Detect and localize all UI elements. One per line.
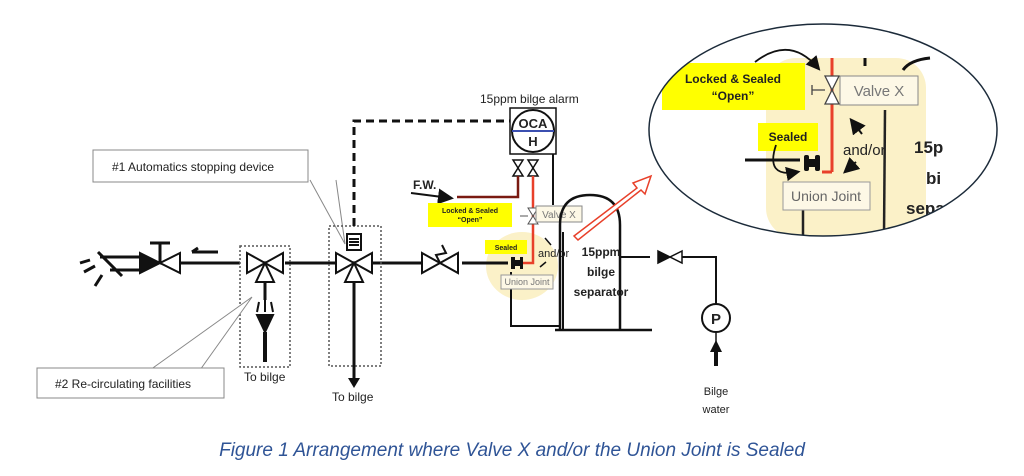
separator-label-3: separator	[574, 285, 629, 299]
locked-sealed-text-1: Locked & Sealed	[442, 208, 498, 215]
callout-1: #1 Automatics stopping device	[92, 149, 346, 245]
to-bilge-label-2: To bilge	[332, 390, 374, 404]
bilge-strainer-icon	[255, 300, 275, 362]
inset-and-or-label: and/or	[843, 142, 886, 159]
inset-separator-label-1: 15p	[914, 138, 943, 157]
valve-x-label: Valve X	[542, 210, 576, 221]
inset-union-joint-icon	[804, 155, 820, 171]
overboard-discharge-icon	[79, 250, 142, 287]
bilge-water-label-2: water	[702, 404, 730, 416]
alarm-signal-line	[352, 119, 510, 226]
zoom-inset: Valve X Union Joint and/or 15p bi sepa L…	[648, 23, 998, 237]
inset-sealed-highlight	[758, 123, 818, 151]
union-joint-label-box	[500, 274, 554, 290]
fresh-water-label: F.W.	[413, 178, 436, 192]
locked-sealed-text-2: “Open”	[458, 217, 483, 224]
bilge-separator-tank	[558, 193, 622, 330]
pump-label: P	[711, 311, 721, 328]
inset-valve-x-icon	[811, 75, 841, 105]
stopping-three-way-valve-icon	[335, 251, 373, 283]
alarm-inlet-valves-icon	[511, 159, 540, 177]
callout-1-text: #1 Automatics stopping device	[112, 160, 274, 174]
separator-inlet-valve-icon	[657, 249, 683, 265]
valve-x-icon	[520, 207, 539, 225]
solenoid-actuator-icon	[346, 233, 362, 251]
inset-locked-sealed-text-2: “Open”	[712, 89, 755, 103]
inset-union-joint-label: Union Joint	[791, 188, 861, 204]
overboard-valve-icon	[139, 241, 181, 275]
bilge-water-arrow-icon	[710, 340, 722, 352]
alarm-title: 15ppm bilge alarm	[480, 92, 579, 106]
bilge-alarm-unit: OCA H	[509, 107, 557, 155]
to-bilge-label-1: To bilge	[244, 370, 286, 384]
figure-caption: Figure 1 Arrangement where Valve X and/o…	[219, 440, 805, 461]
flow-direction-arrow	[191, 246, 218, 254]
pump-discharge-pipe	[682, 256, 717, 304]
inset-locked-sealed-highlight	[662, 63, 805, 110]
locked-sealed-highlight	[428, 203, 512, 227]
inset-valve-x-label: Valve X	[854, 83, 905, 100]
check-valve-icon	[421, 244, 459, 275]
callout-2-text: #2 Re-circulating facilities	[55, 377, 191, 391]
bilge-water-label-1: Bilge	[704, 386, 728, 398]
fresh-water-pipe	[457, 176, 520, 199]
bilge-pump: P	[701, 303, 731, 333]
separator-pipe-lower	[510, 272, 560, 327]
separator-label-2: bilge	[587, 265, 615, 279]
recirculating-three-way-valve-icon	[246, 251, 284, 283]
separator-label-1: 15ppm	[582, 245, 621, 259]
union-joint-icon	[511, 257, 523, 269]
inset-separator-label-2: bi	[926, 169, 941, 188]
and-or-label: and/or	[538, 248, 570, 260]
down-arrow-icon	[348, 378, 360, 388]
zoom-callout-arrow	[572, 174, 653, 242]
inset-sealed-text: Sealed	[769, 130, 808, 144]
inset-locked-sealed-text-1: Locked & Sealed	[685, 72, 781, 86]
alarm-oca-text: OCA	[519, 116, 549, 131]
callout-2: #2 Re-circulating facilities	[36, 296, 253, 399]
union-joint-label: Union Joint	[504, 277, 550, 287]
sealed-highlight	[485, 240, 527, 254]
alarm-h-text: H	[528, 134, 537, 149]
sealed-text: Sealed	[495, 245, 518, 252]
